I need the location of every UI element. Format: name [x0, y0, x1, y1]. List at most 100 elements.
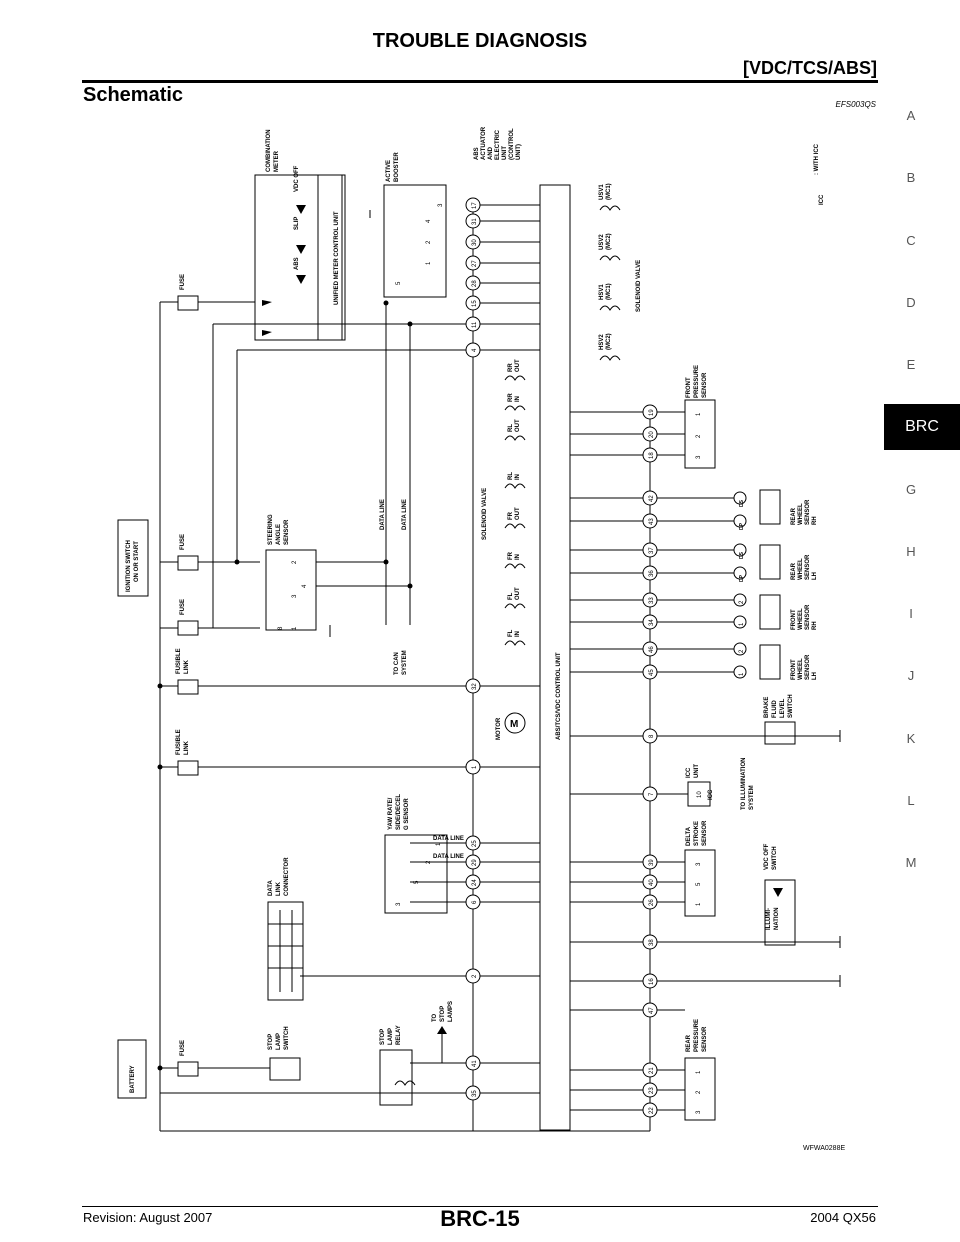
fps-pin-1: 1	[696, 412, 702, 416]
svg-text:FLOUT: FLOUT	[508, 587, 521, 600]
icc-badge-unit: ICC	[708, 789, 714, 800]
icc-unit-label: ICC	[686, 767, 692, 778]
vdc-off-lamp-label: VDC OFF	[294, 165, 300, 192]
pin-34: 34	[649, 619, 655, 626]
svg-text:ABSACTUATORANDELECTRICUNIT(CON: ABSACTUATORANDELECTRICUNIT(CONTROLUNIT)	[474, 126, 522, 160]
front-wheel-rh-label: FRONT	[791, 609, 797, 630]
side-index-k[interactable]: K	[906, 731, 916, 746]
with-icc-note: : WITH ICC	[814, 143, 820, 175]
pin-45: 45	[649, 669, 655, 676]
side-index-c[interactable]: C	[906, 233, 916, 248]
pin-38: 38	[649, 939, 655, 946]
svg-text:RRIN: RRIN	[508, 393, 521, 402]
yaw-pin-3: 3	[396, 902, 402, 906]
rear-wheel-lh-label: REAR	[791, 562, 797, 580]
pin-8: 8	[649, 734, 655, 738]
yaw-pin-1: 1	[436, 842, 442, 846]
svg-text:HSV1(MC1): HSV1(MC1)	[599, 283, 612, 300]
solenoid-hsv1: HSV1	[599, 284, 605, 300]
solenoid-usv2: USV2	[599, 234, 605, 250]
sas-pin-8: 8	[278, 626, 284, 630]
pin-19: 19	[649, 409, 655, 416]
data-line-label-3: DATA LINE	[433, 836, 464, 842]
dss-pin-3: 3	[696, 862, 702, 866]
flh-pin-1: 1	[739, 672, 745, 676]
ignition-switch-label: IGNITION SWITCH	[126, 540, 132, 592]
side-index-d[interactable]: D	[906, 295, 916, 310]
pin-1: 1	[472, 765, 478, 769]
solenoid-rr-out: RR	[508, 363, 514, 372]
pin-2: 2	[472, 974, 478, 978]
ab-pin-5: 5	[396, 281, 402, 285]
doc-code: EFS003QS	[835, 100, 876, 109]
pin-32: 32	[472, 683, 478, 690]
unified-meter-label: UNIFIED METER CONTROL UNIT	[334, 211, 340, 305]
yaw-pin-5: 5	[414, 880, 420, 884]
front-pressure-label: FRONT	[686, 377, 692, 398]
rear-wheel-rh-label: REAR	[791, 507, 797, 525]
pin-46: 46	[649, 646, 655, 653]
footer-model: 2004 QX56	[810, 1210, 876, 1225]
rear-pressure-label: REAR	[686, 1034, 692, 1052]
solenoid-rl-in: RL	[508, 472, 514, 480]
steering-sensor-label: STEERING	[268, 514, 274, 545]
yaw-pin-2: 2	[426, 860, 432, 864]
svg-text:RROUT: RROUT	[508, 359, 521, 372]
side-index-b[interactable]: B	[906, 170, 916, 185]
side-index-a[interactable]: A	[906, 108, 916, 123]
svg-text:FROUT: FROUT	[508, 507, 521, 520]
fuse-label-1: FUSE	[180, 274, 186, 290]
fuse-label-2: FUSE	[180, 534, 186, 550]
solenoid-fr-out: FR	[508, 511, 514, 520]
frh-pin-1: 1	[739, 622, 745, 626]
pin-6: 6	[472, 900, 478, 904]
pin-28: 28	[472, 280, 478, 287]
delta-stroke-label: DELTA	[686, 826, 692, 846]
ab-pin-4: 4	[426, 219, 432, 223]
pin-41: 41	[472, 1060, 478, 1067]
dp-label-1: DP	[739, 522, 745, 530]
combination-meter-label: COMBINATION	[266, 129, 272, 172]
page-title: TROUBLE DIAGNOSIS	[372, 30, 588, 52]
side-index-m[interactable]: M	[905, 855, 917, 870]
side-index-l[interactable]: L	[907, 793, 915, 808]
figure-id: WFWA0288E	[803, 1145, 845, 1152]
header-rule	[82, 80, 878, 83]
motor-label: MOTOR	[496, 717, 502, 740]
pin-39: 39	[649, 859, 655, 866]
side-index-g[interactable]: G	[905, 482, 917, 497]
solenoid-fr-in: FR	[508, 551, 514, 560]
side-index-e[interactable]: E	[906, 357, 916, 372]
front-wheel-lh-label: FRONT	[791, 659, 797, 680]
pin-21: 21	[649, 1067, 655, 1074]
pin-47: 47	[649, 1007, 655, 1014]
brake-fluid-label: BRAKE	[764, 697, 770, 718]
fps-pin-2: 2	[696, 434, 702, 438]
slip-lamp-label: SLIP	[294, 217, 300, 230]
fps-pin-3: 3	[696, 455, 702, 459]
side-index-i[interactable]: I	[909, 606, 913, 621]
pin-7: 7	[649, 792, 655, 796]
side-index-j[interactable]: J	[907, 668, 915, 683]
stop-lamp-switch-label: STOP	[268, 1034, 274, 1050]
pin-40: 40	[649, 879, 655, 886]
side-index-h[interactable]: H	[906, 544, 916, 559]
svg-text:RLOUT: RLOUT	[508, 419, 521, 432]
svg-text:RLIN: RLIN	[508, 472, 521, 480]
sas-pin-1: 1	[292, 626, 298, 630]
active-booster-label: ACTIVE	[386, 160, 392, 182]
footer-page-number: BRC-15	[440, 1206, 520, 1231]
svg-text:REARWHEELSENSORLH: REARWHEELSENSORLH	[791, 554, 818, 580]
side-index-brc[interactable]: BRC	[884, 404, 960, 450]
